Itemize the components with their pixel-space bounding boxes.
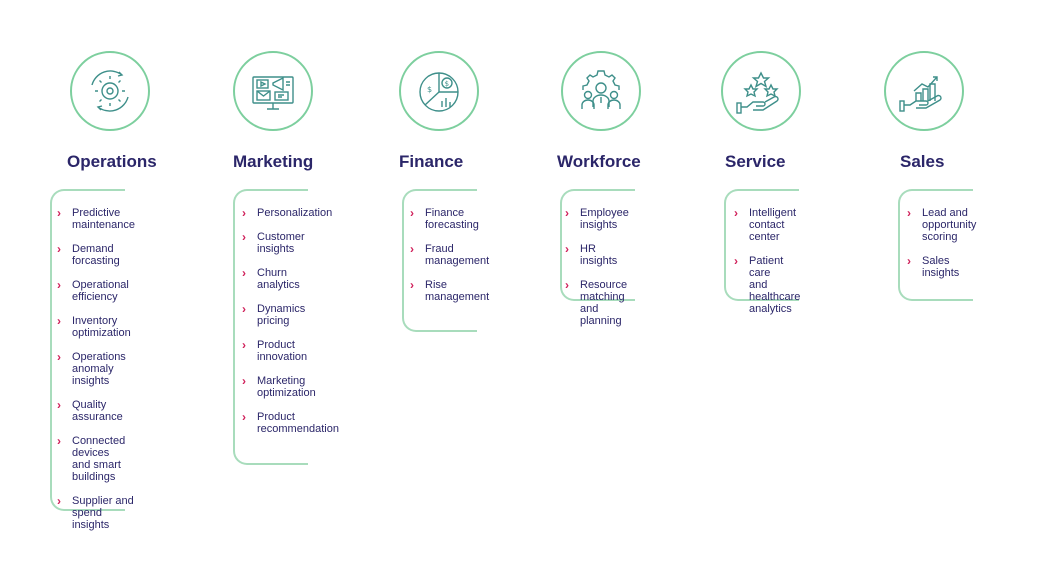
chevron-right-icon: › bbox=[242, 374, 246, 388]
list-item: ›HR insights bbox=[565, 242, 618, 267]
list-item: ›Connected devices and smart buildings bbox=[57, 434, 126, 483]
chevron-right-icon: › bbox=[57, 242, 61, 256]
list-item: ›Operational efficiency bbox=[57, 278, 129, 303]
list-item: ›Finance forecasting bbox=[410, 206, 479, 231]
workforce-icon-circle bbox=[561, 51, 641, 131]
list-item: ›Supplier and spend insights bbox=[57, 494, 134, 531]
list-item: ›Demand forcasting bbox=[57, 242, 120, 267]
list-item: ›Patient care and healthcare analytics bbox=[734, 254, 801, 315]
column-title: Sales bbox=[900, 152, 945, 171]
chevron-right-icon: › bbox=[57, 206, 61, 220]
list-item: ›Churn analytics bbox=[242, 266, 300, 291]
list-item: ›Marketing optimization bbox=[242, 374, 316, 399]
list-item: ›Product recommendation bbox=[242, 410, 339, 435]
marketing-icon-circle bbox=[233, 51, 313, 131]
column-title: Operations bbox=[67, 152, 157, 171]
column-bracket bbox=[50, 189, 125, 511]
chevron-right-icon: › bbox=[907, 254, 911, 268]
list-item: ›Sales insights bbox=[907, 254, 960, 279]
list-item: ›Customer insights bbox=[242, 230, 305, 255]
item-list: ›Intelligent contact center ›Patient car… bbox=[734, 207, 800, 327]
gear-cycle-icon bbox=[91, 70, 129, 112]
list-item: ›Product innovation bbox=[242, 338, 308, 363]
pie-chart-dollar-icon: $ $ bbox=[419, 72, 459, 112]
chevron-right-icon: › bbox=[57, 350, 61, 364]
list-item: ›Fraud management bbox=[410, 242, 490, 267]
chevron-right-icon: › bbox=[734, 254, 738, 268]
chevron-right-icon: › bbox=[57, 494, 61, 508]
list-item: ›Employee insights bbox=[565, 206, 629, 231]
chevron-right-icon: › bbox=[57, 434, 61, 448]
operations-icon-circle bbox=[70, 51, 150, 131]
item-list: ›Lead and opportunity scoring ›Sales ins… bbox=[907, 207, 976, 291]
item-list: ›Employee insights ›HR insights ›Resourc… bbox=[565, 207, 629, 339]
svg-text:$: $ bbox=[445, 80, 449, 88]
list-item: ›Intelligent contact center bbox=[734, 206, 797, 243]
hand-growth-chart-icon bbox=[899, 76, 942, 112]
column-title: Finance bbox=[399, 152, 464, 171]
service-icon-circle bbox=[721, 51, 801, 131]
column-bracket bbox=[560, 189, 635, 301]
chevron-right-icon: › bbox=[565, 206, 569, 220]
chevron-right-icon: › bbox=[907, 206, 911, 220]
list-item: ›Quality assurance bbox=[57, 398, 123, 423]
list-item: ›Dynamics pricing bbox=[242, 302, 306, 327]
chevron-right-icon: › bbox=[565, 278, 569, 292]
list-item: ›Resource matching and planning bbox=[565, 278, 628, 327]
list-item: ›Operations anomaly insights bbox=[57, 350, 126, 387]
chevron-right-icon: › bbox=[242, 206, 246, 220]
column-bracket bbox=[402, 189, 477, 332]
column-title: Marketing bbox=[233, 152, 314, 171]
chevron-right-icon: › bbox=[565, 242, 569, 256]
chevron-right-icon: › bbox=[57, 398, 61, 412]
finance-icon-circle: $ $ bbox=[399, 51, 479, 131]
chevron-right-icon: › bbox=[242, 302, 246, 316]
sales-icon-circle bbox=[884, 51, 964, 131]
chevron-right-icon: › bbox=[57, 314, 61, 328]
chevron-right-icon: › bbox=[410, 278, 414, 292]
column-bracket bbox=[724, 189, 799, 301]
chevron-right-icon: › bbox=[410, 242, 414, 256]
column-bracket bbox=[898, 189, 973, 301]
list-item: ›Rise management bbox=[410, 278, 490, 303]
item-list: ›Personalization ›Customer insights ›Chu… bbox=[242, 207, 339, 447]
chevron-right-icon: › bbox=[410, 206, 414, 220]
item-list: ›Finance forecasting ›Fraud management ›… bbox=[410, 207, 489, 315]
chevron-right-icon: › bbox=[734, 206, 738, 220]
hand-stars-icon bbox=[736, 71, 779, 114]
svg-text:$: $ bbox=[427, 85, 432, 94]
chevron-right-icon: › bbox=[242, 230, 246, 244]
item-list: ›Predictive maintenance ›Demand forcasti… bbox=[57, 207, 135, 543]
list-item: ›Personalization bbox=[242, 206, 333, 220]
column-title: Service bbox=[725, 152, 786, 171]
column-bracket bbox=[233, 189, 308, 465]
chevron-right-icon: › bbox=[242, 410, 246, 424]
list-item: ›Lead and opportunity scoring bbox=[907, 206, 977, 243]
list-item: ›Inventory optimization bbox=[57, 314, 131, 339]
column-title: Workforce bbox=[557, 152, 641, 171]
list-item: ›Predictive maintenance bbox=[57, 206, 135, 231]
monitor-megaphone-icon bbox=[252, 76, 294, 110]
team-gear-icon bbox=[581, 70, 621, 109]
chevron-right-icon: › bbox=[242, 266, 246, 280]
chevron-right-icon: › bbox=[57, 278, 61, 292]
chevron-right-icon: › bbox=[242, 338, 246, 352]
